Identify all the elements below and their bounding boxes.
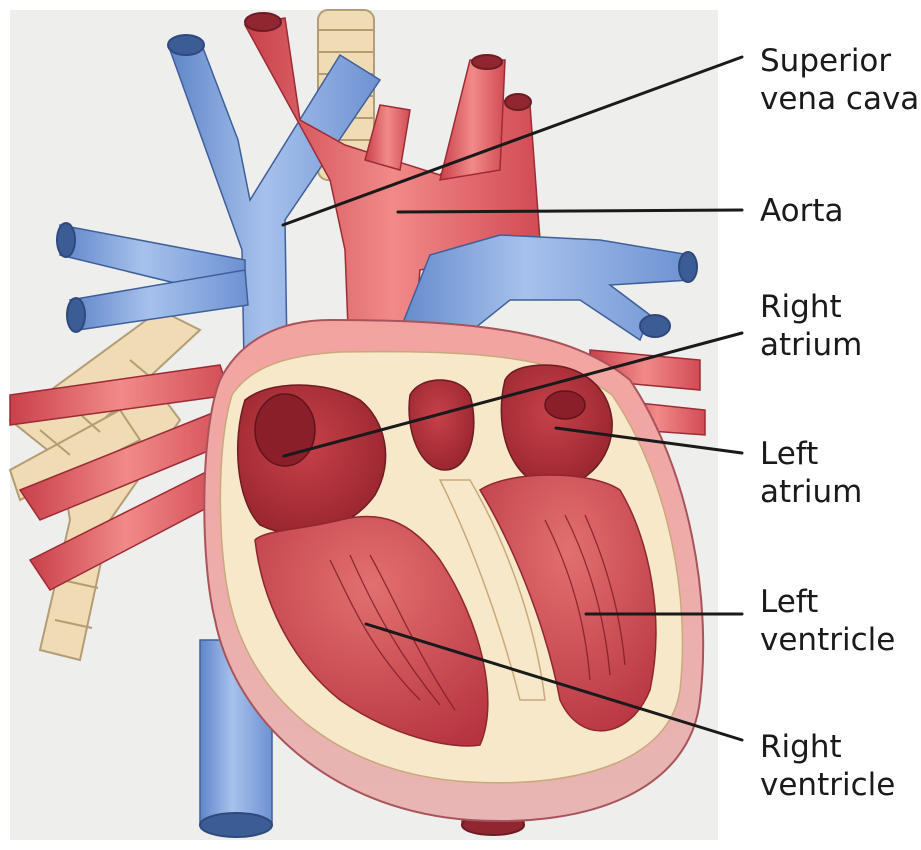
label-right-atrium: Right atrium xyxy=(760,288,862,364)
label-right-atrium-line1: Right xyxy=(760,288,862,326)
label-left-atrium-line1: Left xyxy=(760,435,862,473)
label-right-ventricle-line2: ventricle xyxy=(760,766,895,804)
left-atrium-opening xyxy=(545,391,585,419)
label-left-atrium-line2: atrium xyxy=(760,473,862,511)
label-right-atrium-line2: atrium xyxy=(760,326,862,364)
label-right-ventricle: Right ventricle xyxy=(760,728,895,804)
vein-opening-left-lower xyxy=(67,298,85,332)
leader-aorta xyxy=(398,210,742,212)
label-left-atrium: Left atrium xyxy=(760,435,862,511)
aorta-branch-opening-3 xyxy=(472,55,502,69)
pulmonary-opening-right xyxy=(679,252,697,282)
label-aorta: Aorta xyxy=(760,192,844,230)
aorta-branch-opening-1 xyxy=(245,13,281,31)
svc-opening-top xyxy=(168,35,204,55)
label-aorta-line1: Aorta xyxy=(760,192,844,230)
vein-opening-left-upper xyxy=(57,223,75,257)
label-superior-vena-cava: Superior vena cava xyxy=(760,42,919,118)
label-superior-vena-cava-line1: Superior xyxy=(760,42,919,80)
aorta-branch-opening-2 xyxy=(505,94,531,110)
label-left-ventricle-line2: ventricle xyxy=(760,621,895,659)
label-left-ventricle: Left ventricle xyxy=(760,583,895,659)
pulmonary-opening-lower xyxy=(640,315,670,337)
label-superior-vena-cava-line2: vena cava xyxy=(760,80,919,118)
label-right-ventricle-line1: Right xyxy=(760,728,895,766)
label-left-ventricle-line1: Left xyxy=(760,583,895,621)
